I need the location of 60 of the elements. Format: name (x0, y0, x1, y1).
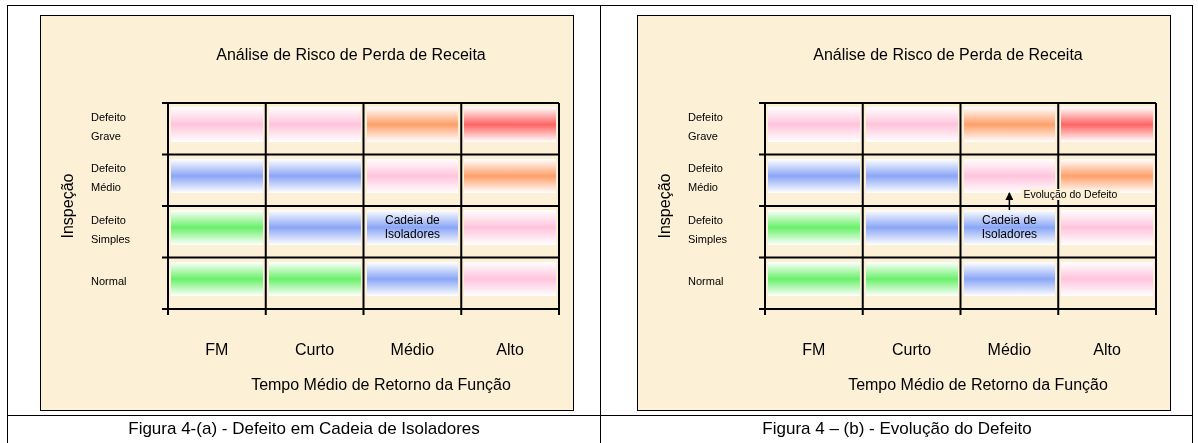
risk-cell (171, 261, 263, 296)
risk-cell (865, 261, 958, 296)
column-label: Médio (390, 340, 435, 360)
chart-panel (637, 15, 1171, 411)
chart-panel (40, 15, 574, 411)
figure-caption: Figura 4-(a) - Defeito em Cadeia de Isoladores (127, 418, 481, 440)
risk-cell (171, 107, 263, 142)
risk-cell (768, 210, 860, 245)
risk-cell (963, 210, 1056, 245)
risk-cell (768, 261, 860, 296)
column-label: FM (205, 340, 229, 360)
risk-cell (268, 158, 361, 193)
risk-cell (366, 107, 459, 142)
risk-cell (1061, 210, 1153, 245)
axis-title: Tempo Médio de Retorno da Função (848, 375, 1108, 395)
risk-cell (464, 210, 556, 245)
risk-cell (963, 107, 1056, 142)
risk-cell (768, 107, 860, 142)
risk-cell (171, 158, 263, 193)
column-label: Curto (892, 340, 932, 360)
row-label: Normal (688, 273, 725, 289)
risk-cell (171, 210, 263, 245)
figure-caption: Figura 4 – (b) - Evolução do Defeito (761, 418, 1033, 440)
risk-cell (464, 158, 556, 193)
axis-title: Tempo Médio de Retorno da Função (251, 375, 511, 395)
row-label: Defeito Simples (91, 212, 132, 247)
risk-cell (865, 210, 958, 245)
column-label: FM (802, 340, 826, 360)
risk-cell (366, 210, 459, 245)
risk-cell (268, 210, 361, 245)
column-label: Alto (1093, 340, 1121, 360)
risk-cell (366, 158, 459, 193)
column-label: Alto (496, 340, 524, 360)
chart-title: Análise de Risco de Perda de Receita (812, 45, 1084, 65)
row-label: Defeito Médio (91, 161, 127, 196)
risk-cell (268, 107, 361, 142)
column-label: Curto (295, 340, 335, 360)
axis-title: Inspeção (655, 173, 674, 239)
cell-text: Cadeia de Isoladores (383, 213, 442, 242)
row-label: Defeito Grave (91, 109, 127, 144)
risk-cell (865, 158, 958, 193)
arrow (1005, 192, 1014, 211)
edge-label: Evolução do Defeito (1021, 189, 1120, 200)
risk-cell (464, 107, 556, 142)
row-label: Defeito Médio (688, 161, 724, 196)
risk-cell (963, 261, 1056, 296)
row-label: Normal (91, 273, 128, 289)
axis-title: Inspeção (58, 173, 77, 239)
risk-cell (1061, 261, 1153, 296)
column-label: Médio (987, 340, 1032, 360)
risk-cell (464, 261, 556, 296)
row-label: Defeito Simples (688, 212, 729, 247)
chart-title: Análise de Risco de Perda de Receita (215, 45, 487, 65)
risk-cell (1061, 107, 1153, 142)
cell-text: Cadeia de Isoladores (980, 213, 1039, 242)
risk-cell (366, 261, 459, 296)
risk-cell (865, 107, 958, 142)
risk-cell (768, 158, 860, 193)
risk-cell (268, 261, 361, 296)
row-label: Defeito Grave (688, 109, 724, 144)
